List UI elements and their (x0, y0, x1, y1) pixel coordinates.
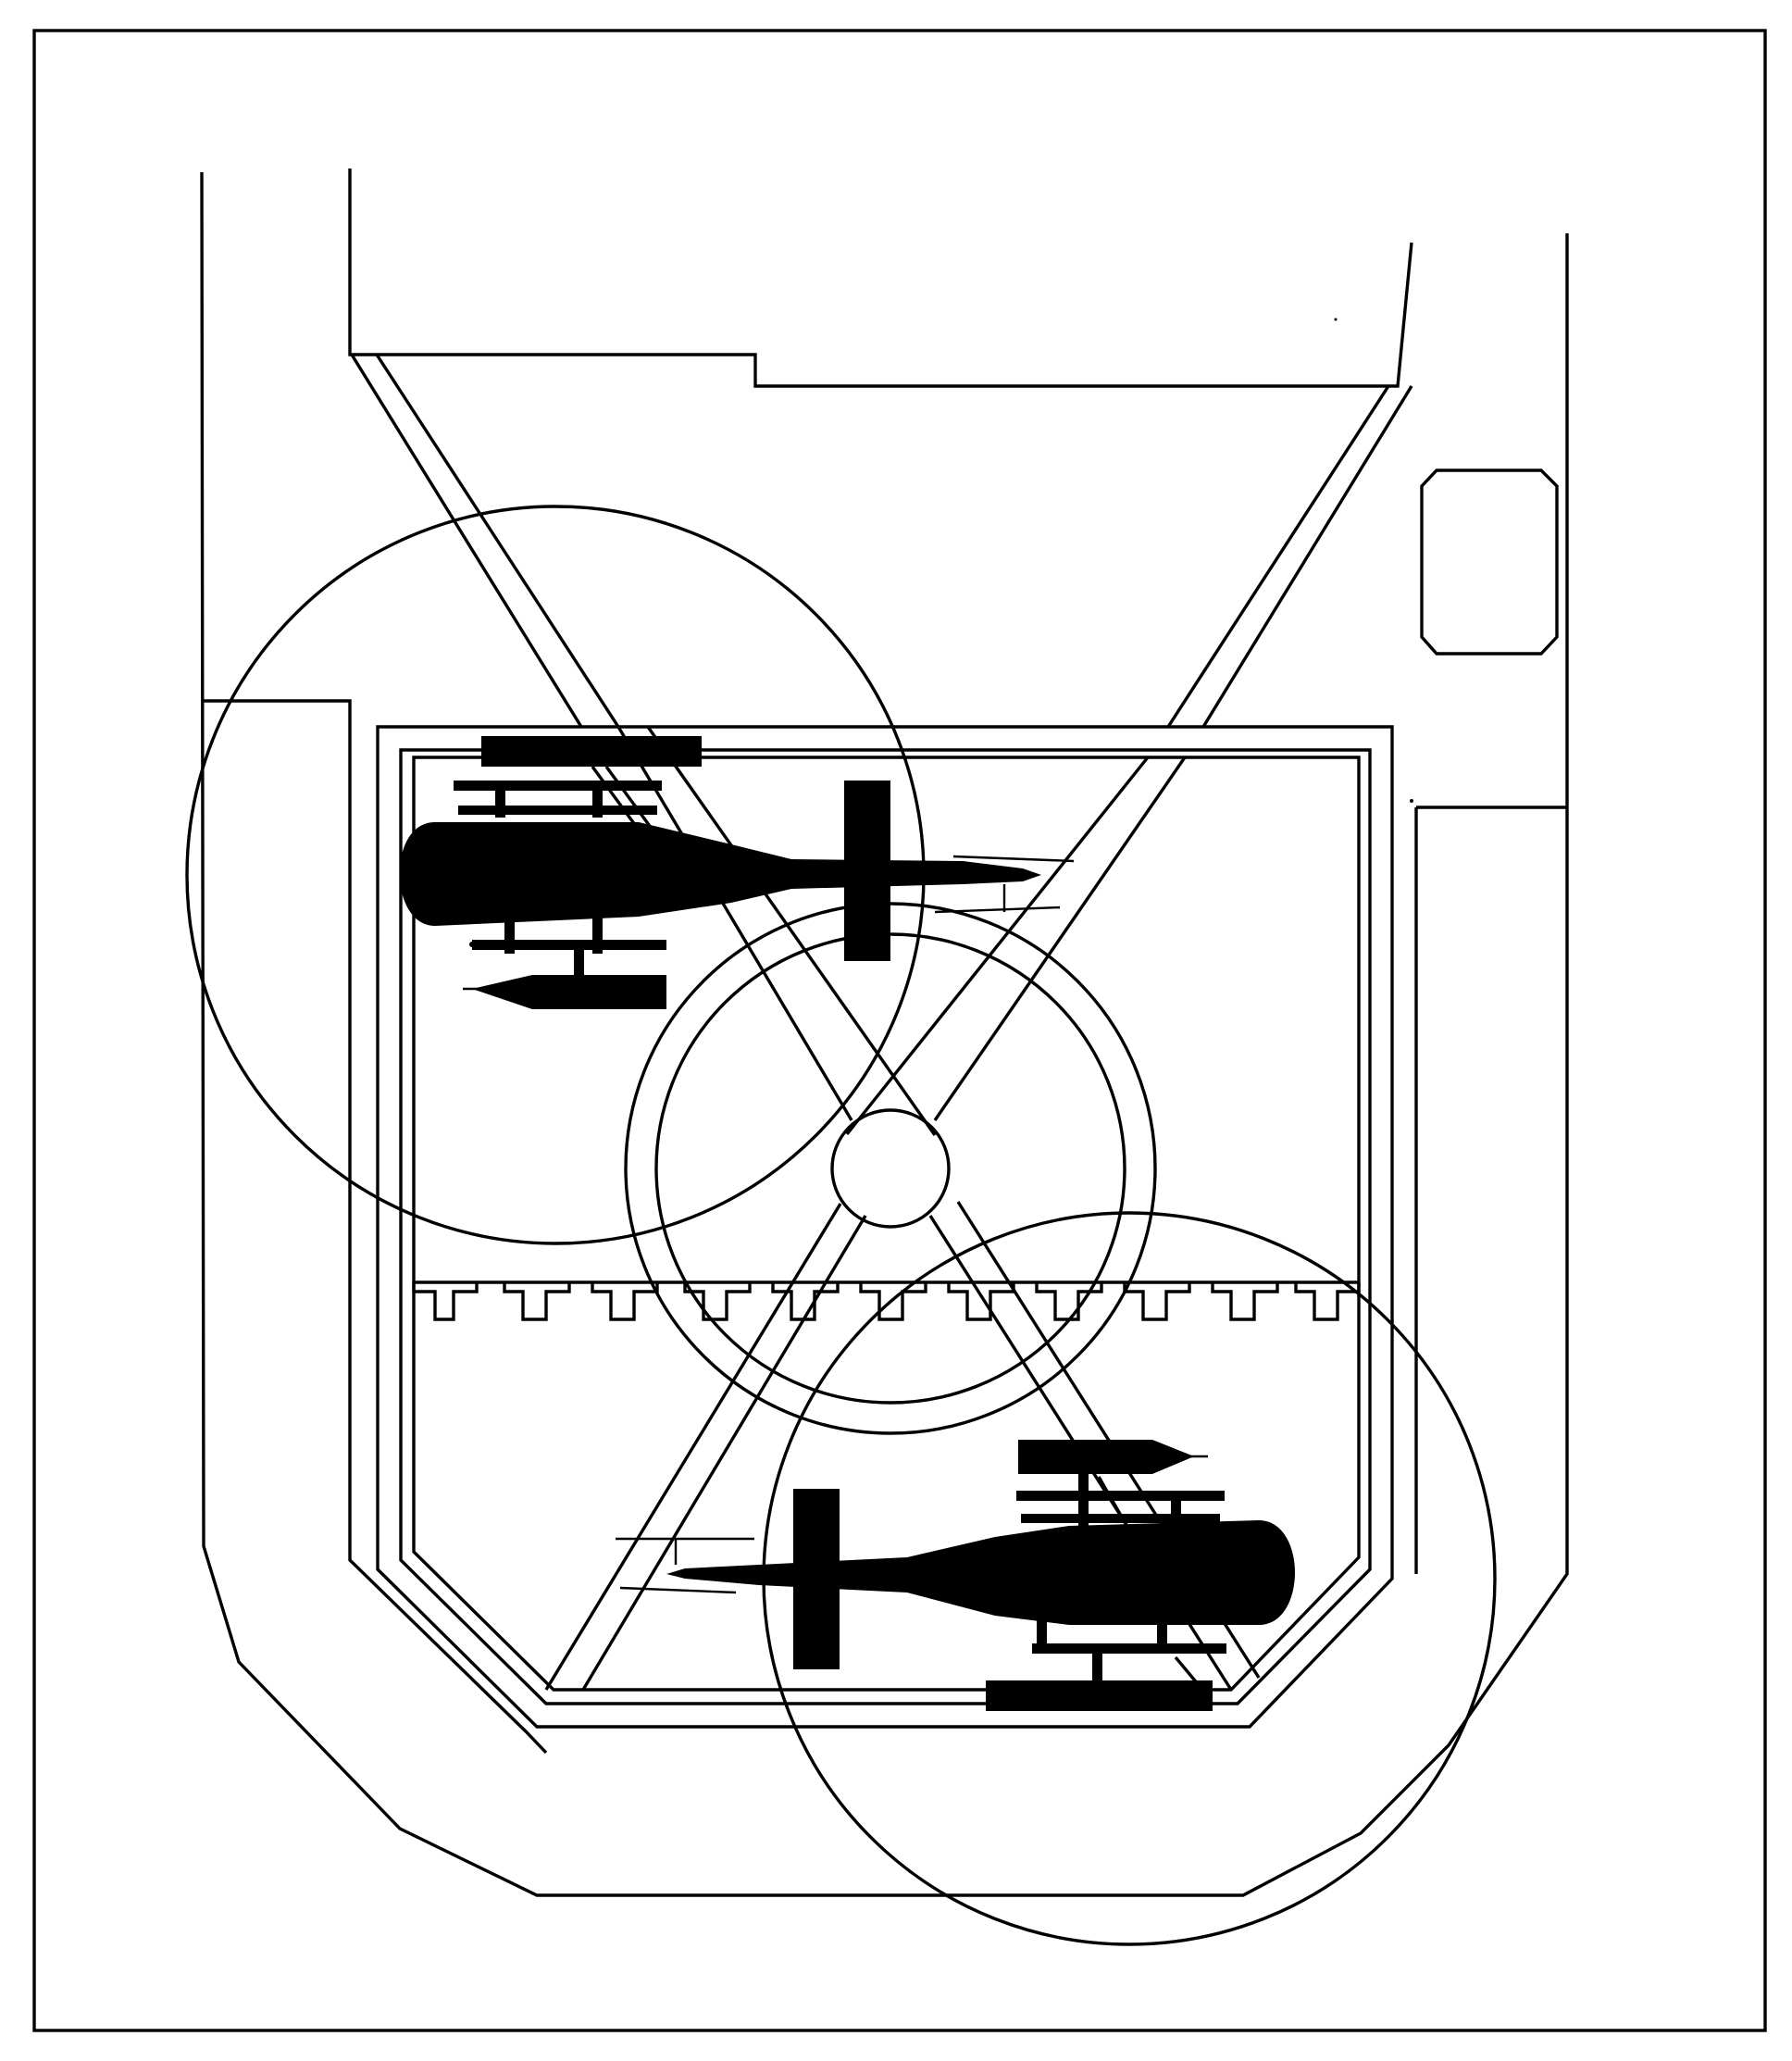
helipad-perimeter (376, 725, 1394, 1729)
figure-frame (32, 29, 1767, 2032)
heli-lower-pod-strut (1078, 1472, 1089, 1495)
heli-lower-skid-top-leg2 (1171, 1491, 1181, 1532)
lane-b-line3 (845, 756, 1150, 1136)
heli-lower-bottom-bar (986, 1680, 1213, 1711)
heli-upper-pod (472, 975, 666, 1009)
heli-upper-skid-lower (472, 940, 666, 950)
heli-lower-pod (1018, 1440, 1194, 1474)
heli-lower-skid-lower-leg1 (1037, 1620, 1047, 1654)
perimeter-outer (376, 725, 1394, 1729)
heli-upper-skid-lower-leg2 (592, 917, 603, 954)
heli-lower-fuselage (666, 1520, 1295, 1625)
heli-lower-skid-top-leg1 (1078, 1491, 1089, 1532)
heli-lower-skid-lower-leg2 (1157, 1620, 1167, 1654)
lane-b-line5 (544, 1203, 842, 1691)
turntable (624, 902, 1157, 1435)
left-outer-boundary (200, 171, 1569, 1897)
heli-upper-skid-top (454, 781, 662, 791)
lane-b-line4 (933, 756, 1187, 1121)
lane-a-line1 (350, 354, 583, 728)
lane-b-line1 (1166, 385, 1390, 728)
lane-b-line6 (581, 1215, 867, 1691)
heli-upper-skid-top-leg2 (592, 781, 603, 818)
lane-a-line2 (375, 354, 620, 728)
heli-lower-tail-line2 (619, 1586, 737, 1594)
bay-divider (412, 1280, 1361, 1321)
heli-upper-skid-bar (458, 806, 657, 815)
site-outline (200, 169, 1569, 1897)
heli-upper-skid-top-leg1 (495, 781, 505, 818)
speck-2 (1410, 799, 1413, 803)
heli-lower-skid-lower (1032, 1643, 1226, 1654)
lane-a-line3 (616, 726, 853, 1121)
perimeter-inner (412, 756, 1361, 1692)
heli-upper-dot (469, 942, 475, 947)
heli-upper-fuselage (399, 822, 1041, 926)
lane-a-line4 (646, 726, 937, 1136)
heli-upper-tail-line1 (952, 855, 1075, 863)
heli-lower-tail-rotor (793, 1489, 840, 1669)
perimeter-middle (399, 748, 1372, 1705)
turntable-outer-ring (624, 902, 1157, 1435)
helicopter-upper (399, 736, 1075, 1009)
heli-upper-pod-strut (574, 949, 584, 977)
heli-upper-skid-lower-leg1 (504, 917, 515, 954)
heli-lower-bottom-strut (1092, 1653, 1102, 1682)
tab-row (412, 1282, 1361, 1321)
heli-upper-top-bar (481, 736, 702, 767)
turntable-hub (830, 1108, 951, 1229)
taxi-lanes (350, 354, 1413, 1691)
left-inner-boundary (348, 169, 1413, 388)
heli-lower-skid-top-bar2 (1021, 1514, 1220, 1523)
heli-lower-strut2 (1097, 1476, 1177, 1612)
heli-lower-skid-top (1016, 1491, 1225, 1501)
helicopter-lower (616, 1440, 1295, 1711)
left-notch (204, 699, 548, 1755)
heli-upper-tail-rotor (844, 781, 890, 961)
turntable-inner-ring (654, 932, 1126, 1405)
utility-box (1420, 468, 1559, 656)
lane-b-line2 (1201, 385, 1413, 728)
speck (1334, 318, 1338, 321)
heli-upper-tail-line2 (934, 906, 1061, 914)
